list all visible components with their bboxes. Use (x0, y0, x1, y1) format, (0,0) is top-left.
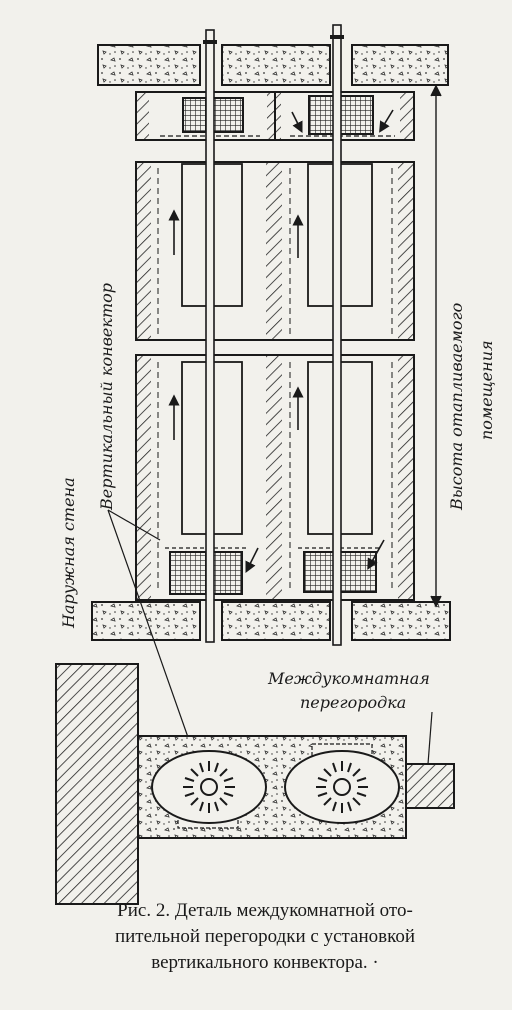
bottom-floor-slab (91, 601, 451, 641)
convector-plan-left (151, 750, 267, 824)
caption-line-1: Рис. 2. Деталь междукомнатной ото- (117, 900, 413, 921)
partition-label-line2: перегородка (300, 693, 406, 712)
partition-leader-line (427, 711, 433, 765)
outer-wall-label: Наружная стена (59, 477, 78, 629)
room-height-label-line1: Высота отапливаемого (447, 303, 466, 511)
room-height-dimension (430, 84, 442, 608)
partition-label-line1: Междукомнатная (267, 669, 430, 688)
caption-line-2: пительной перегородки с установкой (114, 926, 416, 947)
middle-convector-section (135, 161, 415, 341)
figure-caption: Рис. 2. Деталь междукомнатной ото- пител… (30, 898, 500, 976)
air-flow-arrows (168, 109, 394, 574)
top-convector-section (135, 91, 415, 141)
convector-leader-lines (107, 509, 197, 761)
outer-wall-section (55, 663, 139, 905)
caption-line-3: вертикального конвектора. · (151, 952, 379, 973)
riser-pipes (203, 24, 344, 646)
vertical-convector-label: Вертикальный конвектор (97, 283, 116, 511)
top-floor-slab (97, 44, 449, 86)
room-height-label-line2: помещения (477, 340, 496, 440)
convector-plan-right (284, 750, 400, 824)
lower-convector-section (135, 354, 415, 601)
